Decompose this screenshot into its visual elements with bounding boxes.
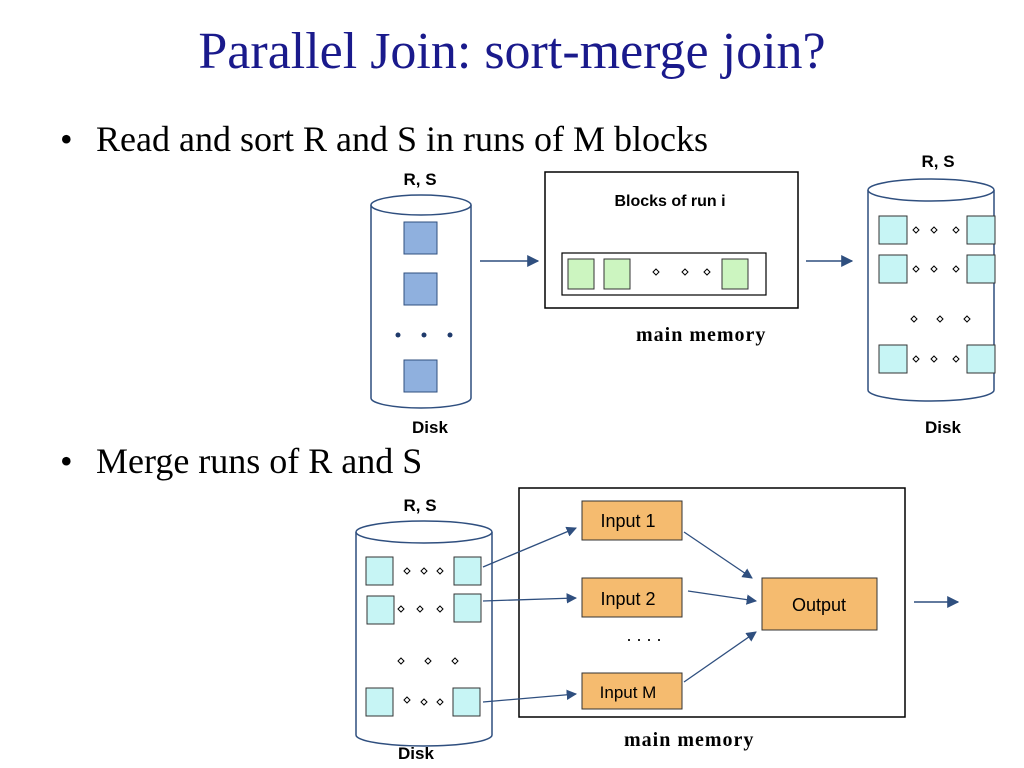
output-label: Output [792, 595, 846, 615]
rs-label-top-left: R, S [403, 170, 437, 189]
input-1-label: Input 1 [600, 511, 655, 531]
input-m-label: Input M [600, 683, 657, 702]
bullet-merge-runs-text: Merge runs of R and S [96, 441, 423, 481]
diamond-ellipsis-icon [910, 315, 971, 323]
rs-label-bottom: R, S [403, 496, 437, 515]
ellipsis-icon [395, 332, 453, 338]
sorted-run-row [878, 344, 996, 374]
run-block [603, 258, 631, 290]
bullet-merge-runs: • Merge runs of R and S [60, 440, 422, 482]
diamond-ellipsis-icon [652, 268, 711, 276]
blocks-of-run-label: Blocks of run i [614, 193, 725, 210]
disk-label-bottom: Disk [398, 744, 434, 763]
sorted-run-row [878, 215, 996, 245]
input-2-box [581, 577, 683, 618]
output-box [761, 577, 878, 631]
disk-block [403, 221, 438, 255]
disk-block [403, 272, 438, 306]
inputs-ellipsis: . . . . [626, 625, 661, 645]
arrow-input2-to-output [687, 590, 758, 605]
disk-label-top-right: Disk [925, 418, 961, 437]
input-1-box [581, 500, 683, 541]
sorted-run-row [365, 687, 481, 717]
input-2-label: Input 2 [600, 589, 655, 609]
sorted-run-row [366, 593, 482, 625]
diamond-ellipsis-icon [397, 657, 459, 665]
main-memory-label-top: main memory [636, 324, 767, 346]
disk-label-top-left: Disk [412, 418, 448, 437]
bullet-dot: • [60, 441, 73, 481]
arrow-run1-to-input1 [482, 526, 577, 568]
sorted-run-row [365, 556, 482, 586]
bullet-read-sort-text: Read and sort R and S in runs of M block… [96, 119, 708, 159]
run-block [567, 258, 595, 290]
arrow-run2-to-input2 [482, 593, 578, 604]
arrow-input1-to-output [683, 531, 753, 579]
disk-cylinder-top-left [370, 194, 472, 409]
bullet-read-sort: • Read and sort R and S in runs of M bloc… [60, 118, 708, 160]
arrow-inputm-to-output [683, 631, 757, 683]
sorted-run-row [878, 254, 996, 284]
rs-label-top-right: R, S [921, 152, 955, 171]
slide-title: Parallel Join: sort-merge join? [198, 23, 826, 80]
bullet-dot: • [60, 119, 73, 159]
input-m-box [581, 672, 683, 710]
disk-block [403, 359, 438, 393]
arrow-runm-to-inputm [482, 689, 578, 703]
run-block [721, 258, 749, 290]
main-memory-label-bottom: main memory [624, 729, 755, 751]
